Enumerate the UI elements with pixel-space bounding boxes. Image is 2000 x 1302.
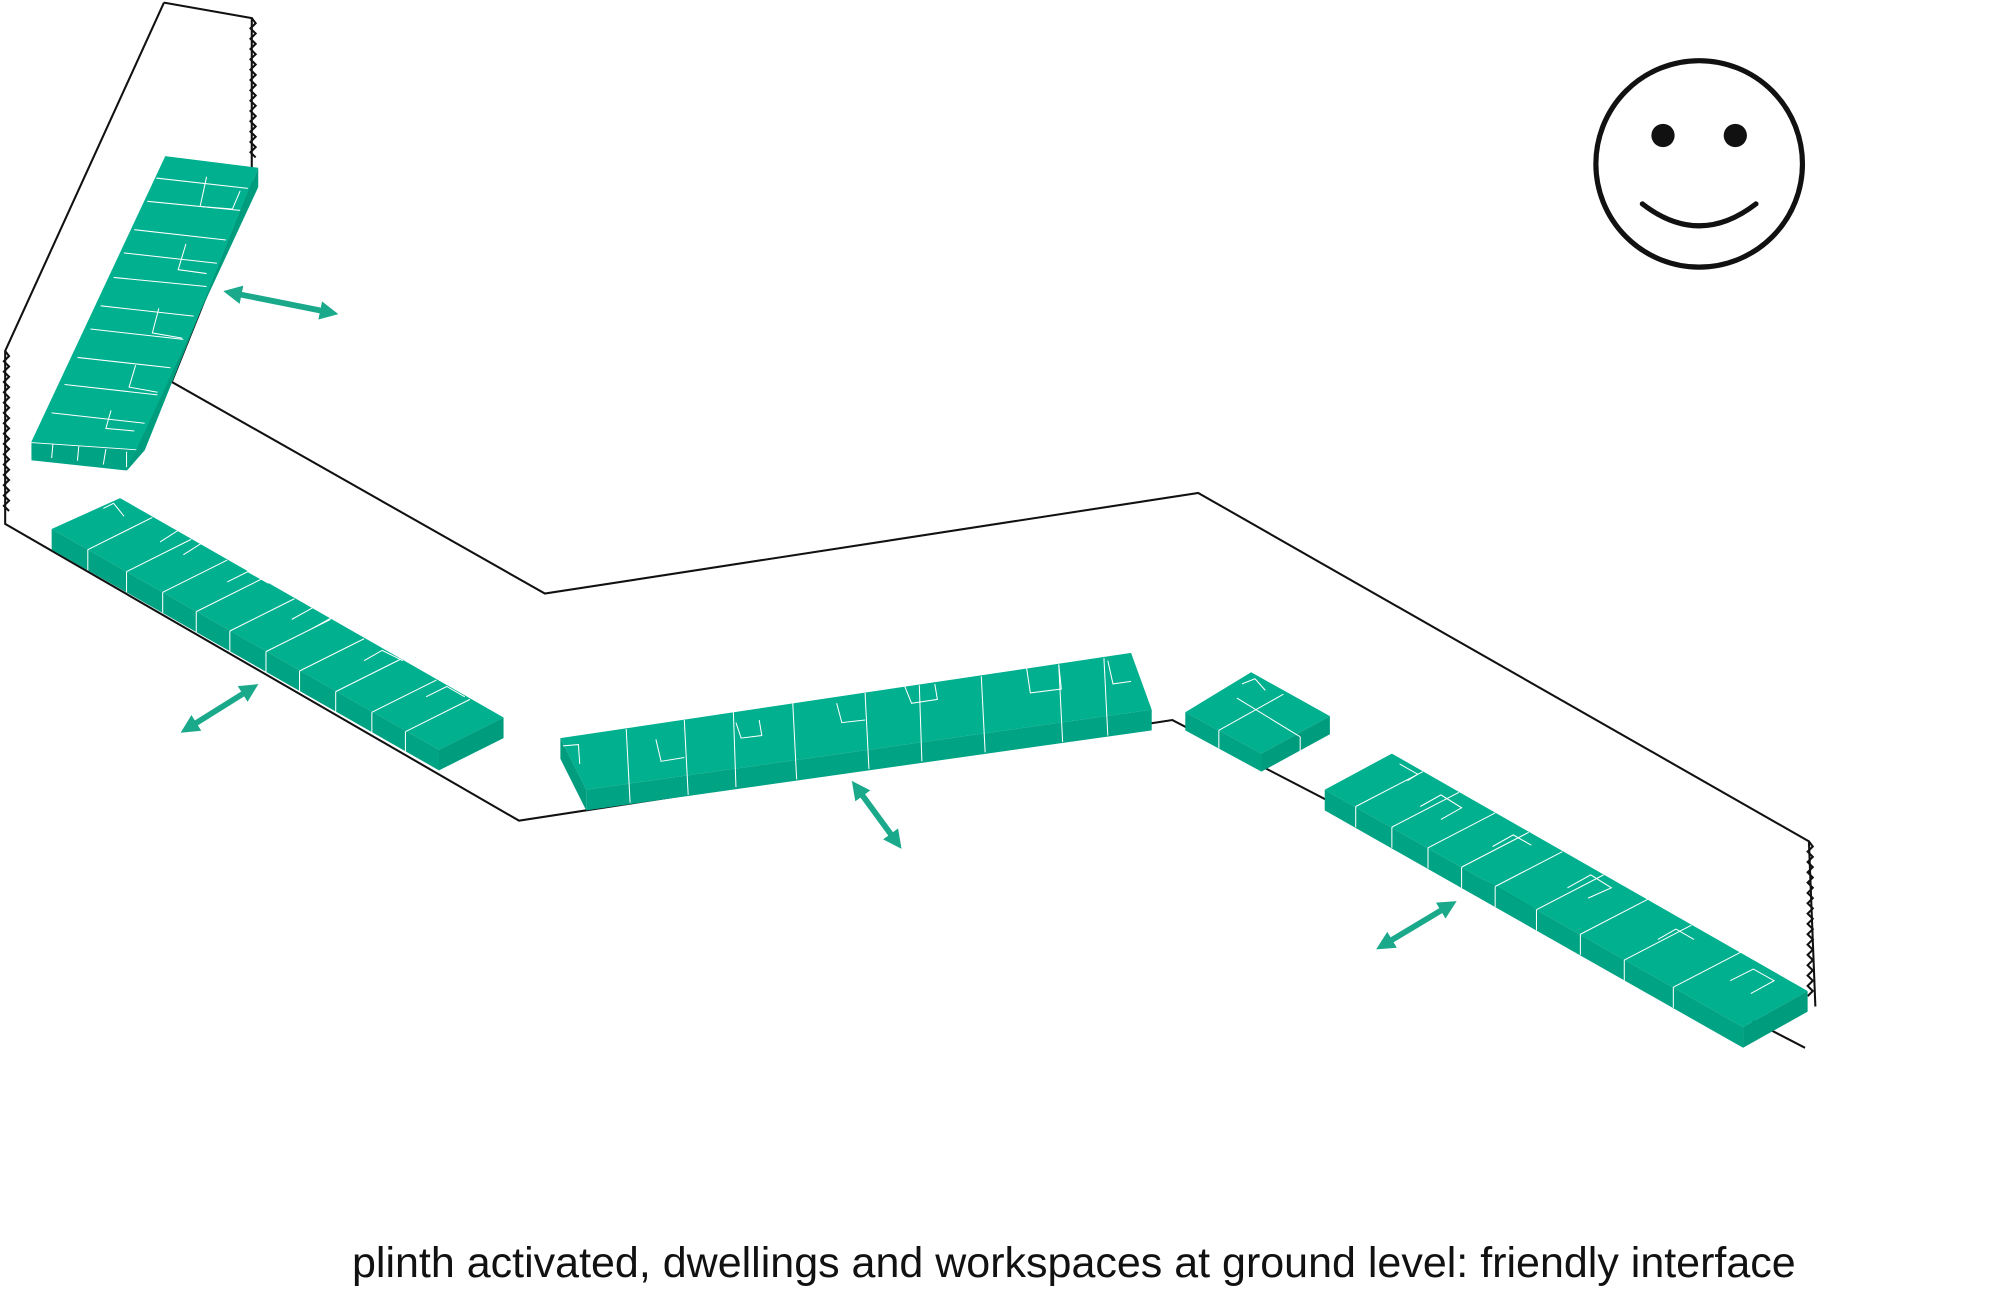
smiley-face-icon (1593, 58, 1806, 270)
plinth-block-lower-left (51, 498, 504, 771)
interaction-arrow-lower-right (1376, 901, 1457, 950)
plinth-block-small-right (1185, 672, 1330, 772)
building-outline (2, 1, 1817, 1049)
double-headed-arrow-icon (180, 285, 1457, 950)
plinth-block-upper-left (30, 156, 259, 472)
interaction-arrow-center (851, 780, 902, 849)
plinth-block-center (560, 652, 1152, 811)
plinth-block-lower-right (1324, 753, 1808, 1048)
interaction-arrow-lower-left (180, 684, 259, 733)
interaction-arrow-upper-left (223, 285, 339, 320)
diagram-caption: plinth activated, dwellings and workspac… (352, 1239, 1796, 1287)
